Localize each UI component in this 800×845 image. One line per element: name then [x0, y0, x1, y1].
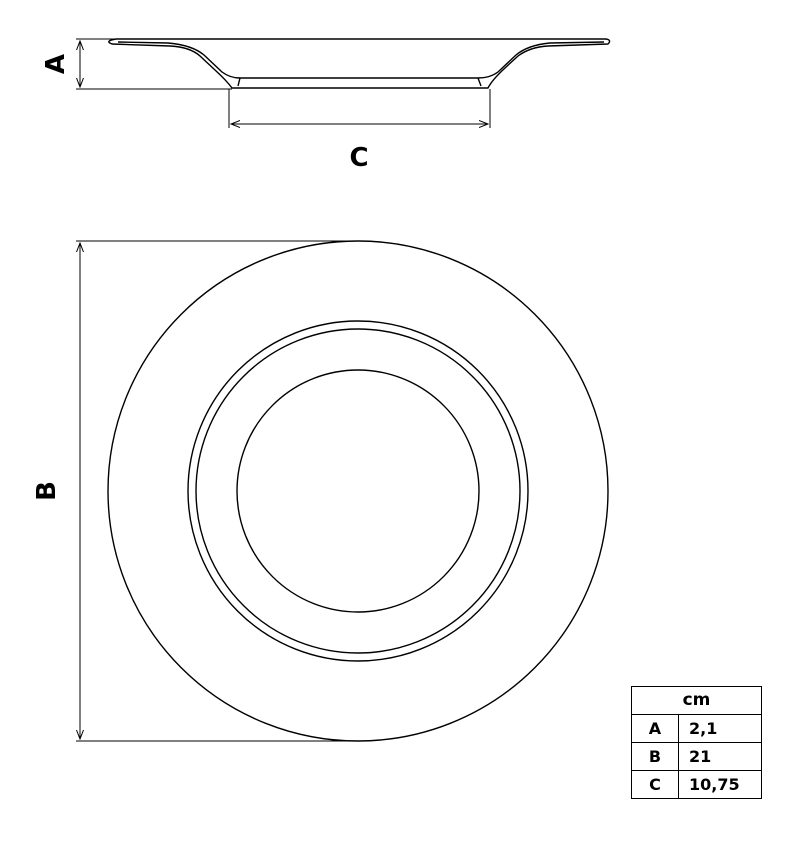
- dimension-key: C: [631, 770, 679, 799]
- dimension-value: 2,1: [678, 714, 762, 743]
- dimension-value: 10,75: [678, 770, 762, 799]
- dimension-label-a: A: [41, 54, 71, 74]
- table-row: C 10,75: [631, 770, 762, 799]
- dimensions-table: cm A 2,1 B 21 C 10,75: [631, 686, 762, 799]
- dimension-label-b: B: [32, 481, 62, 501]
- plate-outer-rim: [107, 240, 609, 742]
- dimension-key: B: [631, 742, 679, 771]
- plate-center: [236, 369, 480, 613]
- table-header-row: cm: [631, 686, 762, 715]
- dimension-b: [76, 240, 358, 742]
- dimension-c: [228, 89, 491, 128]
- dimension-value: 21: [678, 742, 762, 771]
- table-row: A 2,1: [631, 714, 762, 743]
- plate-side-profile: [108, 38, 611, 89]
- dimension-a: [76, 38, 232, 90]
- plate-well-outer: [187, 320, 529, 662]
- plate-top-view: [107, 240, 609, 742]
- dimension-key: A: [631, 714, 679, 743]
- table-row: B 21: [631, 742, 762, 771]
- unit-header: cm: [631, 686, 762, 715]
- dimension-label-c: C: [349, 143, 368, 173]
- plate-well-inner: [195, 328, 521, 654]
